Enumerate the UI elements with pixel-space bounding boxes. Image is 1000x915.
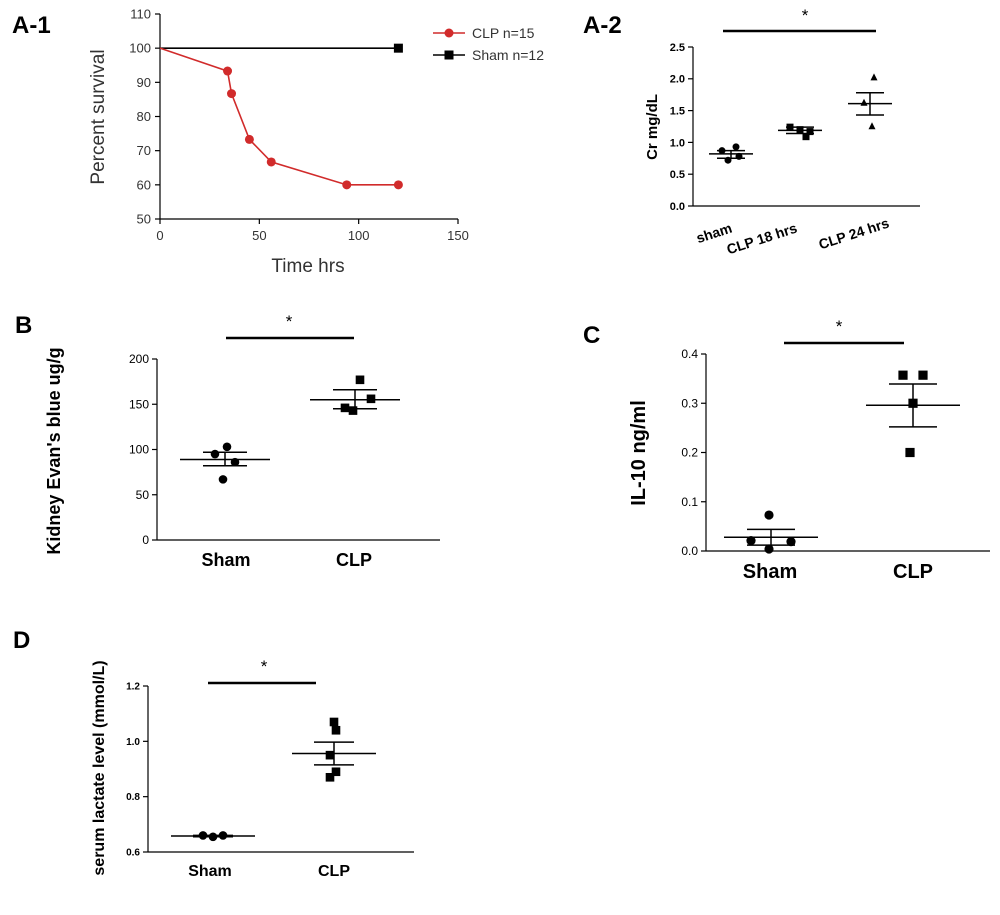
a1-ytick-label: 80	[137, 109, 151, 124]
a1-sham-point	[393, 43, 403, 53]
c-data-point	[898, 370, 908, 380]
a1-y-axis-title: Percent survival	[88, 49, 109, 184]
chart-c-il10: 0.0 0.1 0.2 0.3 0.4 IL-10 ng/ml Sham CLP *	[628, 317, 990, 583]
a1-ytick-label: 90	[137, 75, 151, 90]
panel-label-b: B	[15, 312, 32, 339]
panel-label-a2: A-2	[583, 12, 622, 39]
a2-data-point	[860, 98, 868, 106]
a1-clp-point	[244, 134, 254, 144]
a1-x-axis-title: Time hrs	[271, 256, 344, 277]
b-data-point	[222, 442, 232, 452]
a1-ytick-label: 50	[137, 212, 151, 227]
a2-category-clp18: CLP 18 hrs	[725, 220, 799, 258]
a2-ytick-label: 2.5	[670, 42, 685, 54]
chart-a2-creatinine: 0.00.51.01.52.02.5 Cr mg/dL sham CLP 18 …	[644, 6, 920, 257]
a1-xtick-label: 0	[156, 228, 163, 243]
a2-ytick-label: 2.0	[670, 74, 685, 86]
c-ytick-label: 0.2	[681, 446, 698, 460]
a2-data-point	[806, 128, 814, 136]
a2-significance-star: *	[802, 6, 809, 25]
a2-ytick-label: 1.5	[670, 105, 685, 117]
a1-legend-sham-marker	[444, 50, 454, 60]
d-ytick-label: 0.8	[126, 792, 140, 803]
d-ytick-label: 0.6	[126, 848, 140, 859]
a1-legend-sham-label: Sham n=12	[472, 47, 544, 63]
d-ytick-label: 1.0	[126, 737, 140, 748]
a1-xtick-label: 50	[252, 228, 266, 243]
a1-clp-point	[266, 157, 276, 167]
a2-ytick-label: 1.0	[670, 137, 685, 149]
d-category-sham: Sham	[188, 863, 232, 880]
c-category-clp: CLP	[893, 561, 933, 583]
b-data-point	[218, 475, 228, 484]
a1-xtick-label: 100	[348, 228, 370, 243]
b-data-point	[210, 449, 220, 459]
a2-ytick-label: 0.5	[670, 169, 685, 181]
d-category-clp: CLP	[318, 863, 350, 880]
a2-data-point	[732, 143, 740, 151]
c-ytick-label: 0.0	[681, 544, 698, 558]
a1-clp-point	[342, 180, 352, 190]
panel-label-a1: A-1	[12, 12, 51, 39]
b-data-point	[355, 375, 365, 385]
b-ytick-label: 150	[129, 397, 149, 411]
a1-ytick-label: 70	[137, 143, 151, 158]
a1-xtick-label: 150	[447, 228, 469, 243]
d-data-point	[325, 750, 335, 760]
a1-clp-line	[159, 47, 399, 186]
a2-data-point	[802, 133, 810, 141]
c-data-point	[764, 544, 774, 554]
d-data-point	[329, 717, 339, 727]
b-category-sham: Sham	[201, 550, 250, 570]
a1-legend: CLP n=15 Sham n=12	[433, 25, 544, 63]
b-ytick-label: 50	[136, 488, 150, 502]
a1-legend-clp-label: CLP n=15	[472, 25, 535, 41]
a2-y-axis-title: Cr mg/dL	[644, 94, 661, 160]
d-data-point	[331, 767, 341, 777]
b-ytick-label: 0	[142, 533, 149, 547]
c-data-point	[918, 370, 928, 380]
d-data-point	[331, 725, 341, 735]
a1-ytick-label: 100	[129, 41, 151, 56]
chart-a1-survival: 50 60 70 80 90 100 110 0 50 100 150 Percent survi…	[88, 7, 544, 278]
b-y-axis-title: Kidney Evan's blue ug/g	[44, 347, 64, 554]
a2-data-point	[868, 122, 876, 130]
c-ytick-label: 0.3	[681, 396, 698, 410]
c-data-point	[764, 510, 774, 520]
b-significance-star: *	[286, 312, 293, 331]
a1-ytick-label: 110	[130, 7, 151, 22]
b-ytick-label: 100	[129, 443, 149, 457]
b-category-clp: CLP	[336, 550, 372, 570]
c-significance-star: *	[836, 317, 843, 336]
b-data-point	[366, 394, 376, 404]
d-data-point	[325, 773, 335, 782]
panel-label-c: C	[583, 322, 600, 349]
a2-category-clp24: CLP 24 hrs	[817, 215, 891, 253]
panel-label-d: D	[13, 627, 30, 654]
chart-b-evans-blue: 0 50 100 150 200 Kidney Evan's blue ug/g Sha…	[44, 312, 440, 570]
d-y-axis-title: serum lactate level (mmol/L)	[91, 660, 108, 875]
c-ytick-label: 0.4	[681, 347, 698, 361]
a2-data-point	[870, 73, 878, 81]
a1-clp-point	[227, 89, 237, 99]
b-ytick-label: 200	[129, 352, 149, 366]
a1-clp-point	[393, 180, 403, 190]
a1-legend-clp-marker	[444, 28, 454, 38]
a1-clp-point	[223, 66, 233, 76]
c-ytick-label: 0.1	[681, 495, 698, 509]
c-data-point	[746, 536, 756, 546]
c-data-point	[786, 537, 796, 547]
a2-ytick-label: 0.0	[670, 201, 685, 213]
b-data-point	[340, 403, 350, 413]
b-data-point	[348, 406, 358, 415]
c-y-axis-title: IL-10 ng/ml	[628, 400, 650, 506]
d-ytick-label: 1.2	[126, 682, 140, 693]
c-data-point	[905, 447, 915, 458]
c-category-sham: Sham	[743, 561, 797, 583]
d-significance-star: *	[261, 657, 268, 676]
a1-ytick-label: 60	[137, 177, 151, 192]
chart-d-lactate: 0.6 0.8 1.0 1.2 serum lactate level (mmol/L…	[91, 657, 414, 880]
